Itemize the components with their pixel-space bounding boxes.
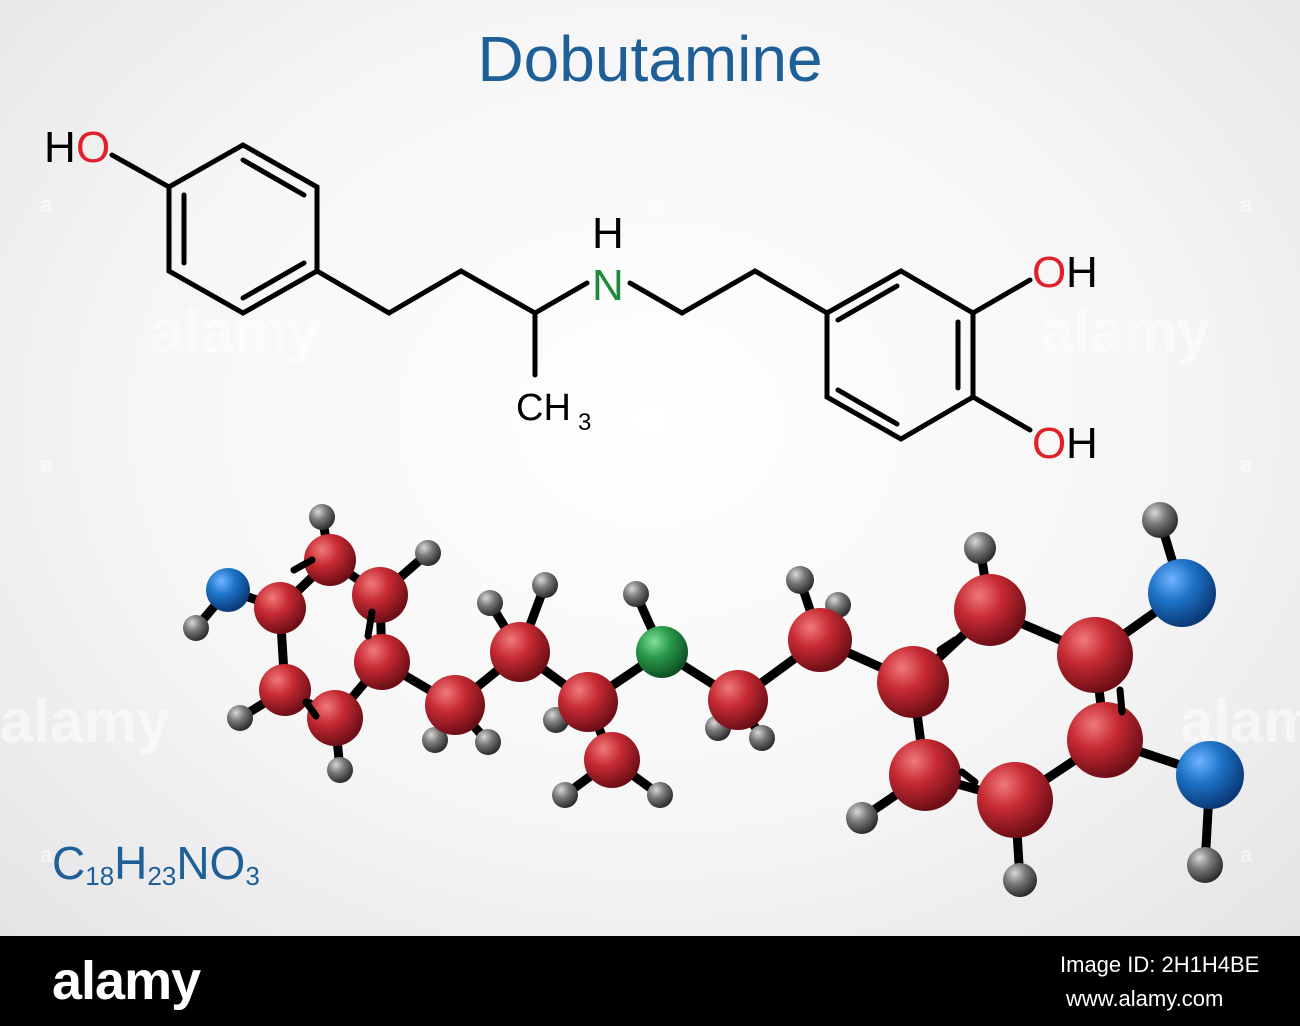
hydrogen-atom (327, 757, 353, 783)
stock-footer-bar: alamy Image ID: 2H1H4BE www.alamy.com (0, 936, 1300, 1026)
hydrogen-atom (1142, 502, 1178, 538)
footer-image-id: Image ID: 2H1H4BE (1060, 952, 1260, 977)
amine-h-label: H (592, 209, 624, 258)
hydroxyl-o-label: O (1032, 248, 1066, 297)
skeletal-structure (109, 142, 1033, 442)
carbon-atom (307, 690, 363, 746)
carbon-atom (490, 622, 550, 682)
carbon-atom (1057, 617, 1133, 693)
hydrogen-atom (846, 802, 878, 834)
nitrogen-atom (636, 626, 688, 678)
methyl-label: CH (516, 387, 571, 429)
carbon-atom (708, 670, 768, 730)
oxygen-atom (1176, 741, 1244, 809)
hydrogen-atom (475, 729, 501, 755)
footer-url: www.alamy.com (1066, 986, 1224, 1011)
hydrogen-atom (183, 615, 209, 641)
hydrogen-atom (227, 705, 253, 731)
hydrogen-atom (964, 532, 996, 564)
watermark-mark: a (1240, 452, 1253, 477)
illustration-svg: alamy alamy alamy alamy a a a a a a a H … (0, 123, 1300, 897)
oxygen-atoms (206, 559, 1244, 809)
carbon-atom (977, 762, 1053, 838)
hydrogen-atom (422, 727, 448, 753)
carbon-atoms (254, 534, 1143, 838)
carbon-atom (1067, 702, 1143, 778)
catechol-ring (824, 268, 976, 442)
phenol-ring (166, 142, 320, 316)
hydroxyl-h-label: H (1066, 419, 1098, 468)
carbon-atom (304, 534, 356, 586)
hydrogen-atom (623, 581, 649, 607)
hydrogen-atom (647, 782, 673, 808)
ho-bond (109, 152, 172, 190)
methyl-subscript: 3 (578, 409, 591, 436)
footer-logo: alamy (52, 951, 201, 1011)
watermark-mark: a (40, 192, 53, 217)
hydrogen-atom (532, 572, 558, 598)
hydrogen-atom (1187, 847, 1223, 883)
formula-carbon-count: 18 (85, 861, 115, 891)
model-double-bonds (290, 556, 1126, 786)
carbon-atom (584, 732, 640, 788)
watermark-mark: a (40, 842, 53, 867)
watermark-text: alamy (0, 688, 171, 755)
hydrogen-atom (1003, 863, 1037, 897)
hydrogen-atom (786, 566, 814, 594)
molecular-formula: C18H23NO3 (52, 836, 260, 891)
hydroxyl-o-label: O (76, 123, 110, 172)
formula-nitrogen-oxygen: NO (176, 837, 246, 889)
watermark-mark: a (1240, 192, 1253, 217)
carbon-atom (425, 675, 485, 735)
oh-bond (970, 277, 1033, 316)
ball-and-stick-model (183, 502, 1244, 897)
carbon-atom (259, 664, 311, 716)
atom-labels: H O H N CH 3 O H O H (44, 123, 1098, 468)
ethyl-chain (627, 268, 830, 316)
carbon-atom (788, 608, 852, 672)
hydrogen-atom (477, 590, 503, 616)
formula-carbon: C (52, 837, 86, 889)
amine-n-label: N (592, 261, 624, 310)
carbon-atom (877, 646, 949, 718)
hydroxyl-h-label: H (44, 123, 76, 172)
formula-hydrogen-count: 23 (147, 861, 177, 891)
oh-bond (970, 394, 1033, 433)
watermark-text: alamy (1040, 298, 1211, 365)
watermark-mark: a (1240, 842, 1253, 867)
illustration-canvas (0, 0, 1300, 936)
page-title: Dobutamine (477, 23, 823, 95)
oxygen-atom (206, 568, 250, 612)
watermark-mark: a (40, 452, 53, 477)
oxygen-atom (1148, 559, 1216, 627)
hydrogen-atom (415, 540, 441, 566)
carbon-atom (889, 739, 961, 811)
double-bond (240, 260, 307, 301)
hydrogen-atom (309, 504, 335, 530)
alkyl-chain (314, 268, 590, 316)
carbon-atom (352, 567, 408, 623)
hydroxyl-o-label: O (1032, 419, 1066, 468)
hydrogen-atoms (183, 502, 1223, 897)
watermark-mark: a (650, 192, 663, 217)
formula-hydrogen: H (114, 837, 148, 889)
hydrogen-atom (749, 725, 775, 751)
double-bond (835, 283, 900, 323)
hydroxyl-h-label: H (1066, 248, 1098, 297)
hydrogen-atom (552, 782, 578, 808)
watermark-group: alamy alamy alamy alamy a a a a a a a (0, 192, 1300, 867)
carbon-atom (954, 574, 1026, 646)
double-bond (240, 157, 307, 198)
formula-oxygen-count: 3 (245, 861, 260, 891)
carbon-atom (254, 582, 306, 634)
carbon-atom (354, 634, 410, 690)
carbon-atom (558, 672, 618, 732)
double-bond (835, 387, 900, 427)
